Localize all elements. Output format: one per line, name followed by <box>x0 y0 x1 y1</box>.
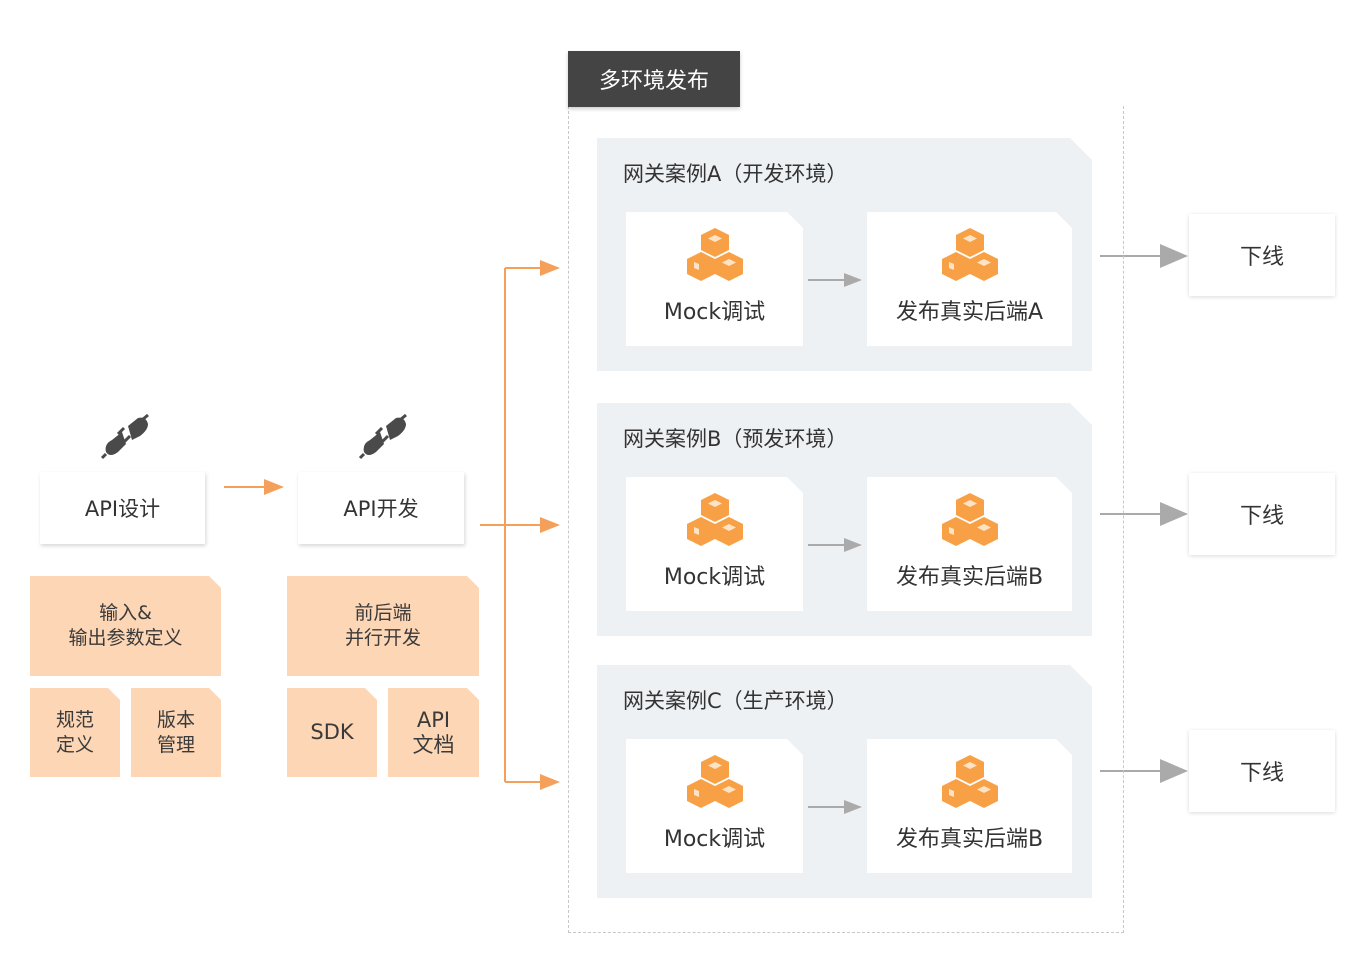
step-publish-backend: 发布真实后端B <box>867 477 1072 611</box>
step-publish-backend: 发布真实后端B <box>867 739 1072 873</box>
plug-icon <box>100 413 149 460</box>
environment-title: 网关案例C（生产环境） <box>623 689 848 713</box>
feature-version-management: 版本管理 <box>131 688 221 777</box>
environment-title: 网关案例B（预发环境） <box>623 427 848 451</box>
release-title: 多环境发布 <box>568 51 740 107</box>
step-mock-debug: Mock调试 <box>626 477 803 611</box>
step-label: Mock调试 <box>663 565 766 590</box>
step-mock-debug: Mock调试 <box>626 739 803 873</box>
step-mock-debug: Mock调试 <box>626 212 803 346</box>
cubes-icon <box>940 753 1000 811</box>
feature-sdk: SDK <box>287 688 377 777</box>
environment-title: 网关案例A（开发环境） <box>623 162 848 186</box>
step-label: 发布真实后端B <box>895 565 1044 590</box>
release-group-border <box>568 106 1124 933</box>
cubes-icon <box>685 226 745 284</box>
arrow-mock-to-publish <box>808 538 862 552</box>
step-label: Mock调试 <box>663 827 766 852</box>
cubes-icon <box>685 491 745 549</box>
feature-io-params: 输入&输出参数定义 <box>30 576 221 676</box>
step-label: 发布真实后端B <box>895 827 1044 852</box>
offline-box: 下线 <box>1189 214 1335 296</box>
cubes-icon <box>940 226 1000 284</box>
step-label: Mock调试 <box>663 300 766 325</box>
arrow-mock-to-publish <box>808 273 862 287</box>
step-label: 发布真实后端A <box>895 300 1044 325</box>
feature-parallel-dev: 前后端并行开发 <box>287 576 479 676</box>
offline-box: 下线 <box>1189 730 1335 812</box>
cubes-icon <box>685 753 745 811</box>
stage-label-api-development: API开发 <box>298 472 464 544</box>
arrow-mock-to-publish <box>808 800 862 814</box>
feature-spec-definition: 规范定义 <box>30 688 120 777</box>
stage-label-api-design: API设计 <box>40 472 205 544</box>
cubes-icon <box>940 491 1000 549</box>
plug-icon <box>358 413 407 460</box>
step-publish-backend: 发布真实后端A <box>867 212 1072 346</box>
offline-box: 下线 <box>1189 473 1335 555</box>
